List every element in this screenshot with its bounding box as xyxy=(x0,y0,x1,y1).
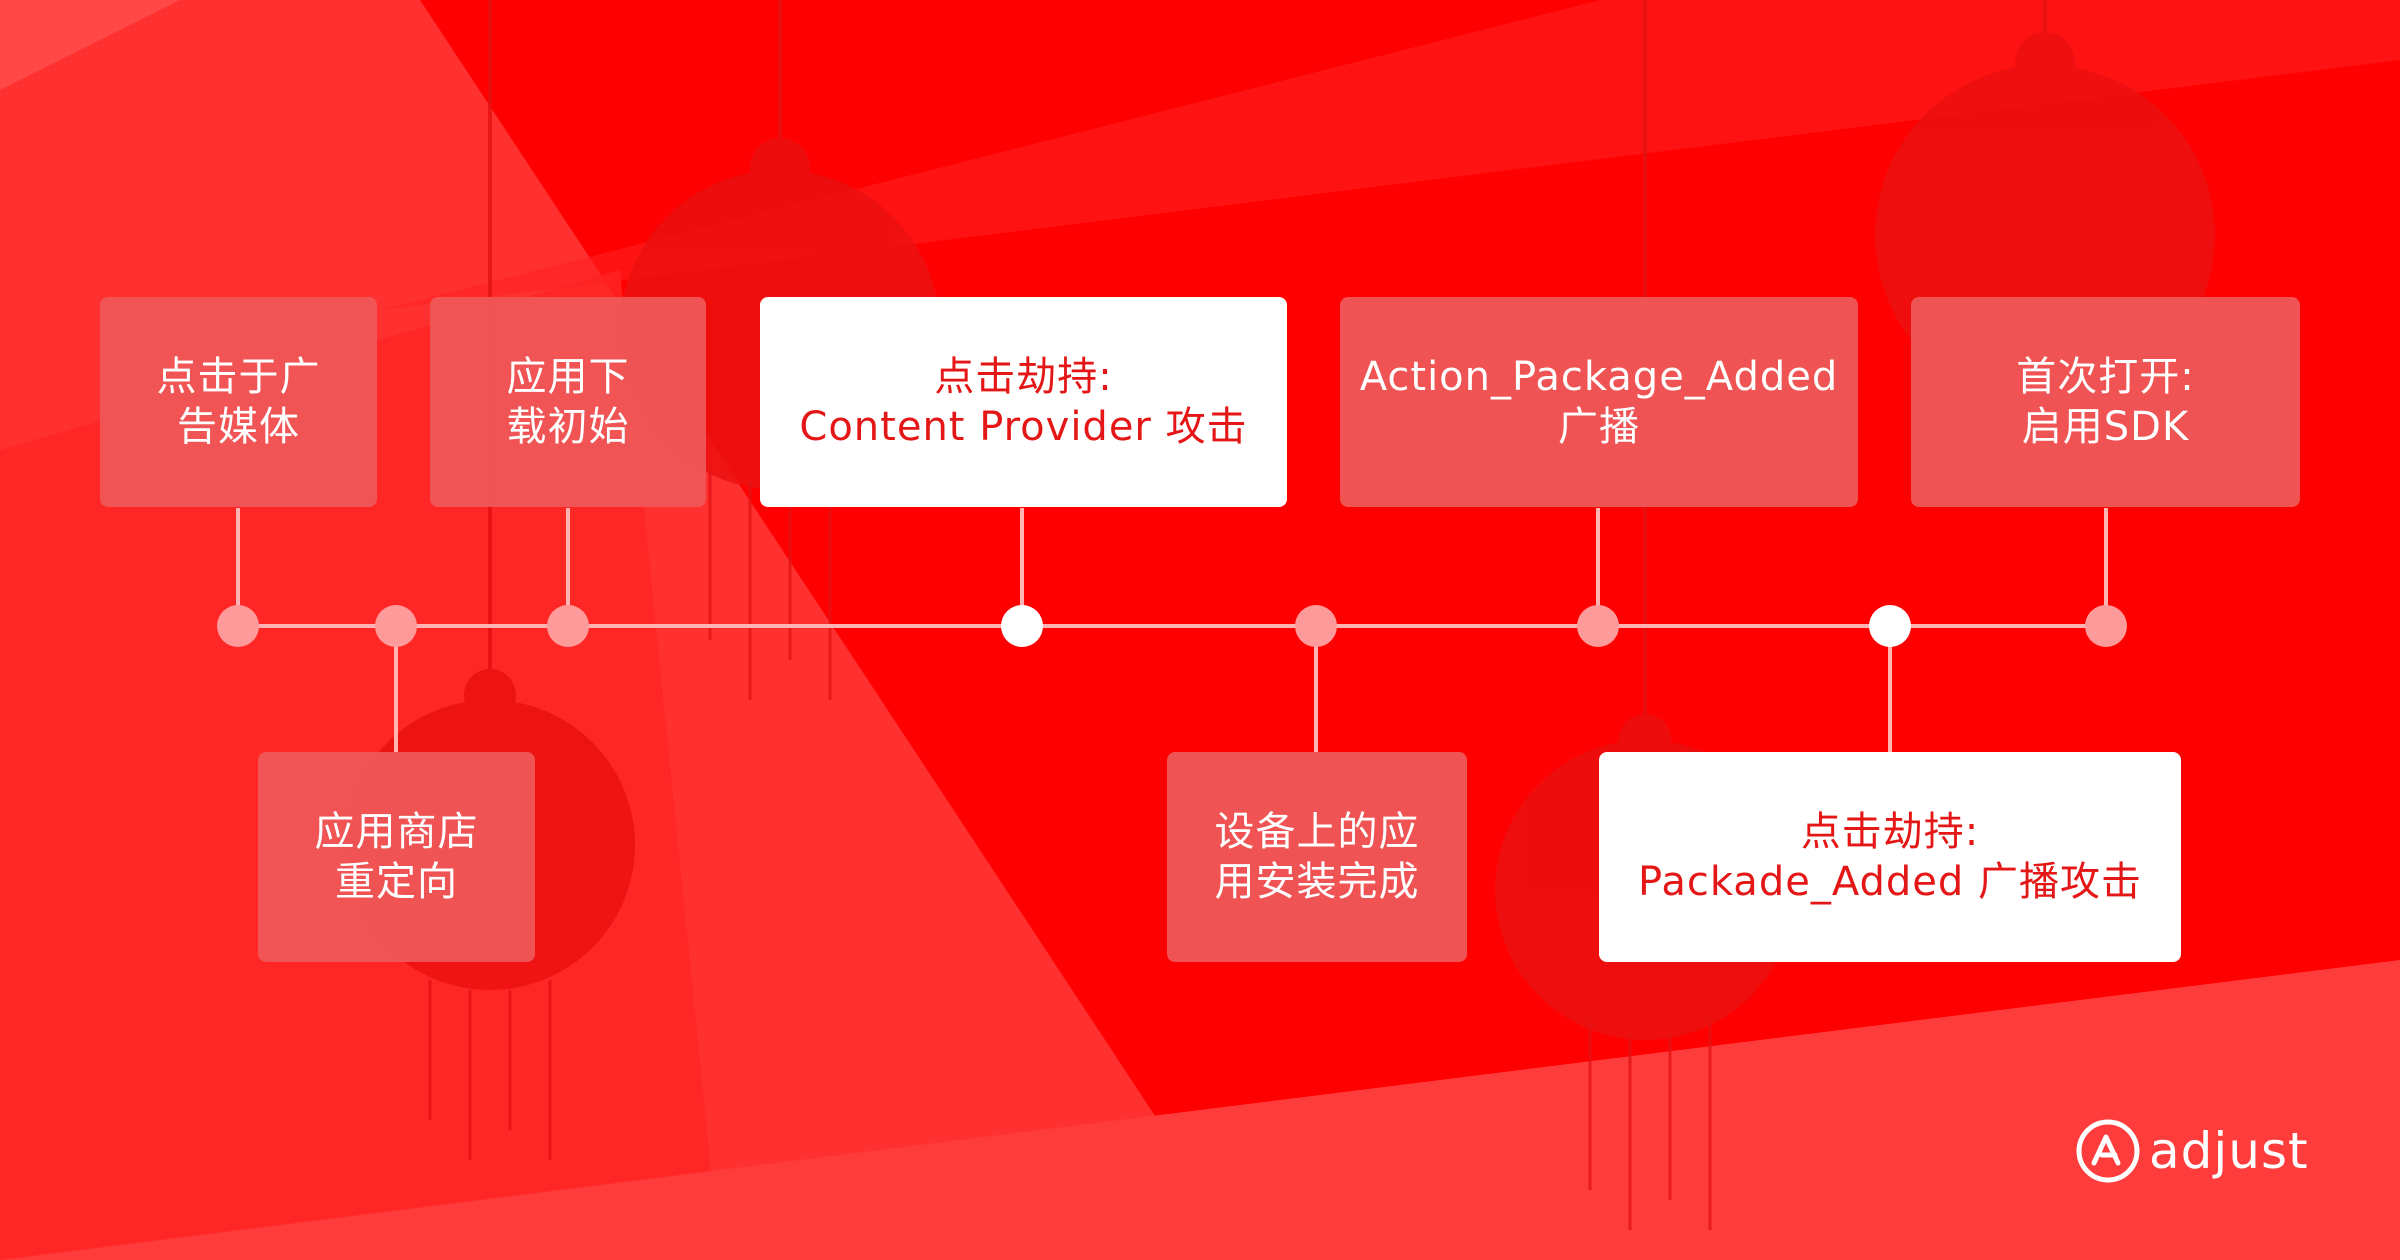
event-box-first-open: 首次打开: 启用SDK xyxy=(1911,297,2300,507)
timeline-dot xyxy=(2085,605,2127,647)
timeline-dot-highlight xyxy=(1869,605,1911,647)
event-label-line: 载初始 xyxy=(506,404,630,450)
timeline-dot xyxy=(1295,605,1337,647)
timeline-dot-highlight xyxy=(1001,605,1043,647)
event-label-line: Content Provider 攻击 xyxy=(799,404,1248,450)
event-label-line: 设备上的应 xyxy=(1214,809,1420,855)
event-label-line: Action_Package_Added xyxy=(1359,354,1839,400)
event-label-line: 首次打开: xyxy=(2016,354,2195,400)
event-label-line: 重定向 xyxy=(335,859,458,905)
event-label-line: 应用下 xyxy=(506,354,630,400)
event-label-line: 用安装完成 xyxy=(1214,859,1420,905)
event-box-content-provider-hijack: 点击劫持: Content Provider 攻击 xyxy=(760,297,1287,507)
event-label-line: 启用SDK xyxy=(2021,404,2190,450)
event-box-broadcast-hijack: 点击劫持: Packade_Added 广播攻击 xyxy=(1599,752,2181,962)
logo-wordmark: adjust xyxy=(2149,1122,2309,1180)
timeline-dot xyxy=(547,605,589,647)
event-label-line: 点击劫持: xyxy=(934,354,1113,400)
event-box-store-redirect: 应用商店 重定向 xyxy=(258,752,535,962)
timeline-dot xyxy=(217,605,259,647)
adjust-logo-icon xyxy=(2076,1119,2140,1183)
event-label-line: 广播 xyxy=(1558,404,1640,450)
event-box-download-start: 应用下 载初始 xyxy=(430,297,706,507)
event-label-line: 告媒体 xyxy=(177,404,300,450)
event-label-line: 点击于广 xyxy=(156,354,321,400)
timeline-dot xyxy=(375,605,417,647)
event-box-install-complete: 设备上的应 用安装完成 xyxy=(1167,752,1467,962)
timeline-dot xyxy=(1577,605,1619,647)
event-box-ad-click: 点击于广 告媒体 xyxy=(100,297,377,507)
adjust-logo: adjust xyxy=(2075,1118,2309,1184)
event-label-line: 应用商店 xyxy=(314,809,479,855)
event-box-package-added-broadcast: Action_Package_Added 广播 xyxy=(1340,297,1858,507)
event-label-line: 点击劫持: xyxy=(1800,809,1980,855)
event-label-line: Packade_Added 广播攻击 xyxy=(1638,859,2142,905)
